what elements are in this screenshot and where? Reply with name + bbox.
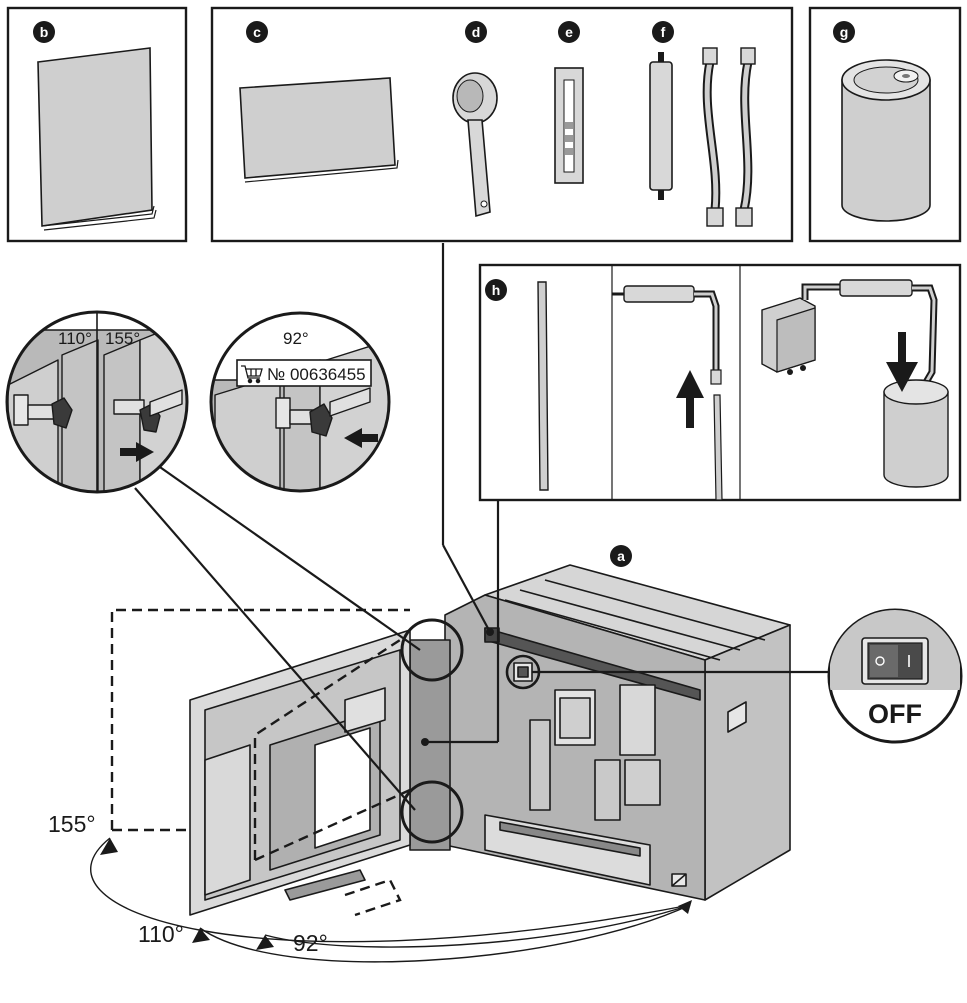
badge-f: f bbox=[652, 21, 674, 43]
angle-labels: 110° 155° 92° 155° 110° 92° bbox=[48, 329, 328, 956]
box-accessories bbox=[210, 6, 794, 243]
detail-hinge-110-155 bbox=[5, 310, 189, 494]
box-b bbox=[6, 6, 188, 243]
badge-g: g bbox=[833, 21, 855, 43]
angle-label-92-detail: 92° bbox=[283, 329, 309, 348]
detail-hinge-92: № 00636455 bbox=[209, 311, 391, 493]
arrow-down-icon bbox=[886, 332, 918, 392]
svg-text:c: c bbox=[253, 24, 261, 40]
badge-b: b bbox=[33, 21, 55, 43]
shopping-cart-icon bbox=[241, 365, 263, 384]
badge-d: d bbox=[465, 21, 487, 43]
part-number: № 00636455 bbox=[267, 365, 366, 384]
svg-text:f: f bbox=[661, 24, 666, 40]
box-h bbox=[478, 263, 962, 502]
angle-label-110: 110° bbox=[138, 921, 184, 947]
arrow-up-icon bbox=[676, 370, 704, 428]
badge-a: a bbox=[610, 545, 632, 567]
machine-body bbox=[409, 564, 791, 901]
svg-text:h: h bbox=[492, 282, 501, 298]
badge-h: h bbox=[485, 279, 507, 301]
part-badges: a b c d e f g h bbox=[33, 21, 855, 567]
arc-arrowheads bbox=[100, 838, 692, 950]
svg-text:b: b bbox=[40, 24, 49, 40]
svg-text:d: d bbox=[472, 24, 481, 40]
detail-power-switch: OFF bbox=[827, 608, 963, 744]
angle-label-155-detail: 155° bbox=[105, 329, 140, 348]
angle-label-155: 155° bbox=[48, 811, 96, 837]
svg-text:e: e bbox=[565, 24, 573, 40]
badge-e: e bbox=[558, 21, 580, 43]
switch-state-label: OFF bbox=[868, 699, 922, 729]
svg-text:a: a bbox=[617, 548, 625, 564]
badge-c: c bbox=[246, 21, 268, 43]
angle-label-92: 92° bbox=[293, 930, 328, 956]
angle-label-110-detail: 110° bbox=[58, 329, 92, 348]
leader-lines bbox=[134, 243, 830, 844]
arrow-right-icon bbox=[120, 442, 154, 462]
svg-text:g: g bbox=[840, 24, 849, 40]
box-g bbox=[808, 6, 962, 243]
door-position-outlines bbox=[110, 608, 411, 917]
arrow-left-icon bbox=[344, 428, 378, 448]
machine-door bbox=[189, 629, 411, 916]
